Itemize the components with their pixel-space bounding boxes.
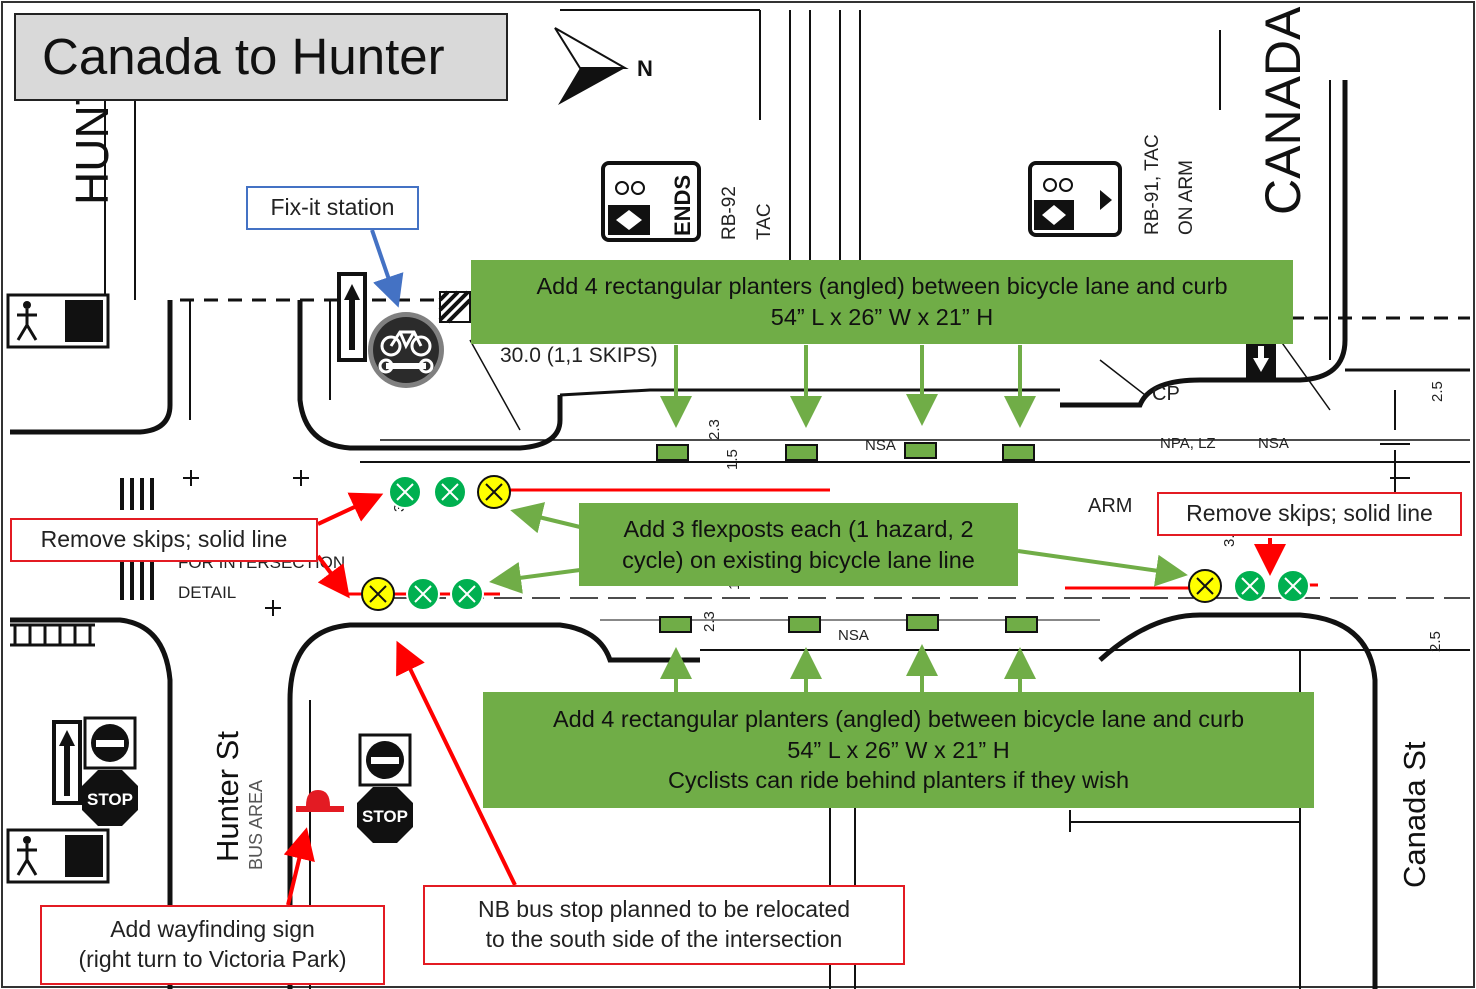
- page-title: Canada to Hunter: [14, 13, 508, 101]
- pedestrian-icon: [6, 828, 110, 884]
- arm-label: ARM: [1088, 495, 1132, 517]
- bike-lane-sign-icon: ENDS: [601, 161, 701, 242]
- bicycle-repair-icon: [368, 312, 444, 388]
- north-arrow-icon: N: [554, 27, 653, 105]
- do-not-enter-icon: [358, 733, 412, 787]
- north-label: N: [637, 56, 653, 81]
- lane-arrow-down-icon: [1246, 340, 1276, 378]
- flexpost-cycle: [433, 475, 467, 509]
- bus-area-label: BUS AREA: [246, 780, 266, 870]
- stop-sign-icon: STOP: [357, 787, 413, 843]
- nsa-label-right: NSA: [1258, 435, 1289, 452]
- planters-bottom-line1: Add 4 rectangular planters (angled) betw…: [552, 706, 1245, 733]
- planter: [659, 616, 692, 633]
- remove-skips-right-callout: Remove skips; solid line: [1157, 492, 1462, 536]
- remove-skips-left-callout: Remove skips; solid line: [10, 518, 318, 562]
- nsa-label-top: NSA: [865, 437, 896, 454]
- skips-label: 30.0 (1,1 SKIPS): [500, 344, 658, 367]
- nsa-label-bottom: NSA: [838, 627, 869, 644]
- npa-lz-label: NPA, LZ: [1160, 435, 1216, 452]
- dim-23-bottom: 2.3: [701, 611, 718, 632]
- fixit-callout: Fix-it station: [246, 186, 419, 230]
- rb92-label: RB-92: [719, 186, 740, 240]
- stop-label: STOP: [87, 790, 133, 809]
- tac-label: TAC: [754, 203, 775, 240]
- flexpost-hazard: [1188, 569, 1222, 603]
- planter: [1002, 444, 1035, 461]
- lane-arrow-icon: [52, 720, 82, 805]
- flexpost-hazard: [477, 475, 511, 509]
- bike-lane-sign-right-icon: [1028, 161, 1122, 237]
- planter: [788, 616, 821, 633]
- busstop-line1: NB bus stop planned to be relocated: [477, 896, 851, 923]
- planters: [656, 442, 1038, 633]
- flexpost-cycle: [406, 577, 440, 611]
- planters-top-callout: Add 4 rectangular planters (angled) betw…: [471, 260, 1293, 344]
- flexpost-cycle: [1233, 569, 1267, 603]
- planters-bottom-callout: Add 4 rectangular planters (angled) betw…: [483, 692, 1314, 808]
- street-canada-top: CANADA: [1255, 6, 1311, 215]
- red-arrows: [283, 492, 1286, 906]
- planters-top-line1: Add 4 rectangular planters (angled) betw…: [536, 273, 1228, 300]
- planter: [906, 614, 939, 631]
- rb91-label: RB-91, TAC: [1142, 134, 1163, 235]
- wayfinding-sign-icon: [296, 790, 344, 812]
- street-canada-st: Canada St: [1397, 741, 1432, 888]
- road-lines: [10, 9, 1470, 989]
- on-arm-label: ON ARM: [1176, 160, 1197, 235]
- flexpost-cycle: [388, 475, 422, 509]
- planter: [785, 444, 818, 461]
- flexposts-line1: Add 3 flexposts each (1 hazard, 2: [623, 515, 974, 542]
- flexposts-callout: Add 3 flexposts each (1 hazard, 2 cycle)…: [579, 503, 1018, 586]
- do-not-enter-icon: [83, 716, 137, 770]
- flexpost-hazard: [361, 577, 395, 611]
- planters-bottom-line3: Cyclists can ride behind planters if the…: [667, 767, 1130, 794]
- flexposts: [361, 475, 1310, 611]
- stop-label: STOP: [362, 807, 408, 826]
- hazard-marker-icon: [438, 290, 472, 324]
- wayfinding-callout: Add wayfinding sign (right turn to Victo…: [40, 905, 385, 985]
- planters-top-line2: 54” L x 26” W x 21” H: [770, 304, 994, 330]
- flexpost-cycle: [450, 577, 484, 611]
- dim-15-top: 1.5: [724, 449, 741, 470]
- flexpost-cycle: [1276, 569, 1310, 603]
- green-arrows: [489, 345, 1188, 692]
- busstop-line2: to the south side of the intersection: [485, 926, 843, 952]
- flexposts-line2: cycle) on existing bicycle lane line: [622, 546, 975, 573]
- planter: [656, 444, 689, 461]
- cp-label: CP: [1152, 383, 1180, 405]
- dim-23-top: 2.3: [706, 419, 723, 440]
- wayfinding-line1: Add wayfinding sign: [110, 916, 315, 943]
- dim-25-bottom: 2.5: [1427, 631, 1444, 652]
- detail-label: DETAIL: [178, 583, 236, 602]
- busstop-callout: NB bus stop planned to be relocated to t…: [423, 885, 905, 965]
- pedestrian-icon: [6, 293, 110, 349]
- dim-25-top: 2.5: [1429, 381, 1446, 402]
- ends-label: ENDS: [670, 175, 695, 236]
- stop-sign-icon: STOP: [82, 770, 138, 826]
- blue-arrow: [370, 229, 404, 308]
- planter: [904, 442, 937, 459]
- planters-bottom-line2: 54” L x 26” W x 21” H: [787, 736, 1010, 763]
- lane-arrow-icon: [337, 272, 367, 362]
- planter: [1005, 616, 1038, 633]
- wayfinding-line2: (right turn to Victoria Park): [78, 946, 347, 972]
- street-hunter-st: Hunter St: [210, 731, 245, 862]
